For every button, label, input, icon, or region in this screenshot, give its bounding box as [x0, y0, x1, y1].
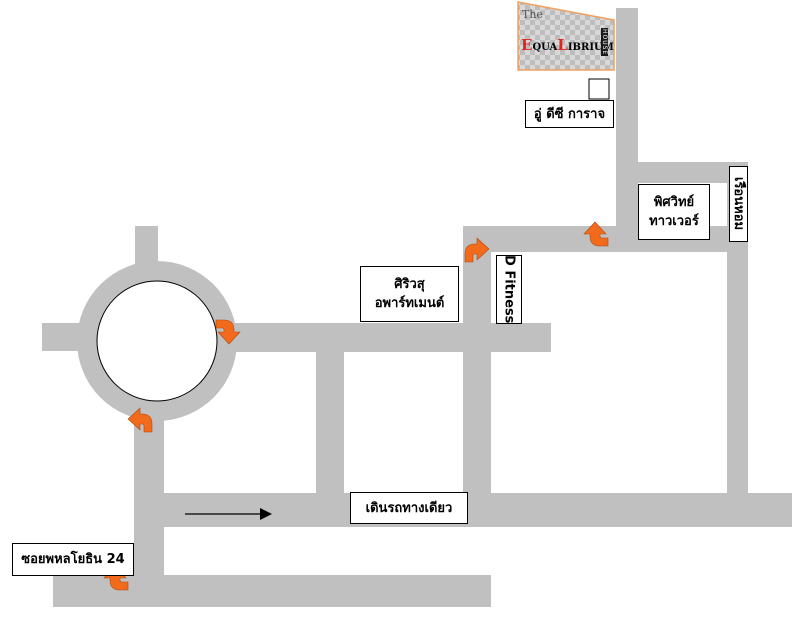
curved-turn-arrow-icon [215, 319, 241, 345]
soi-phahon-24-label: ซอยพหลโยธิน 24 [12, 543, 134, 576]
right-arrow-icon [185, 508, 272, 520]
one-way-label: เดินรถทางเดียว [350, 492, 468, 524]
road-middle [210, 323, 551, 352]
phisawit-tower-label: พิศวิทย์ ทาวเวอร์ [638, 184, 710, 240]
logo-name: EQUALIBRIUM [521, 36, 614, 54]
road-vertical-2 [463, 226, 491, 494]
road-vertical-1 [316, 350, 344, 495]
siriwasu-apartment-label: ศิริวสุ อพาร์ทเมนต์ [360, 266, 459, 322]
ruean-hom-label: เรือนหอม [729, 166, 748, 242]
logo-panel [517, 1, 615, 71]
curved-turn-arrow-icon [127, 407, 153, 433]
road-bottom [53, 575, 491, 607]
ud-garage-label: อู่ ดีซี การาจ [525, 100, 614, 128]
logo-house: HOUSE [601, 28, 608, 57]
roundabout-center [96, 280, 218, 402]
road-top-vertical [616, 8, 638, 250]
curved-turn-arrow-icon [583, 221, 609, 247]
d-fitness-label: D Fitness [496, 255, 522, 324]
road-roundabout-north [135, 226, 158, 271]
curved-turn-arrow-icon [464, 237, 490, 263]
road-top-spur [616, 162, 748, 183]
equalibrium-house-logo: The EQUALIBRIUM HOUSE [517, 2, 614, 72]
garage-building [588, 78, 610, 100]
road-right-vertical [727, 162, 748, 495]
logo-the: The [522, 8, 543, 21]
